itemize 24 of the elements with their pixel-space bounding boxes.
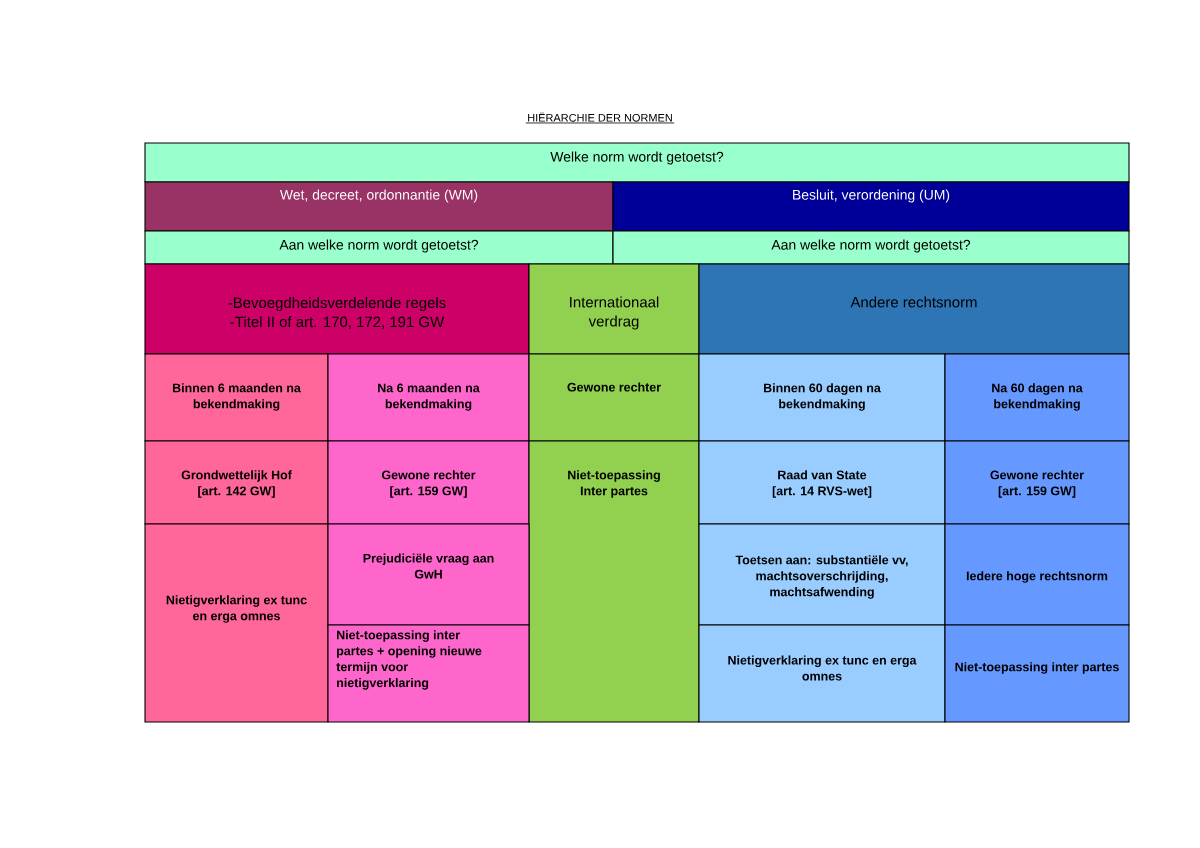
table-cell: Na 6 maanden na bekendmaking: [327, 353, 530, 442]
table-cell: Internationaal verdrag: [528, 263, 700, 355]
table-cell: Gewone rechter [art. 159 GW]: [327, 440, 530, 525]
header-cell: Welke norm wordt getoetst?: [144, 142, 1130, 183]
table-cell: Nietigverklaring ex tunc en erga omnes: [698, 624, 946, 723]
title: HIËRARCHIE DER NORMEN: [525, 112, 675, 124]
table-cell: Grondwettelijk Hof [art. 142 GW]: [144, 440, 329, 525]
table-cell: Raad van State [art. 14 RVS-wet]: [698, 440, 946, 525]
table-cell: Na 60 dagen na bekendmaking: [944, 353, 1130, 442]
table-cell: Andere rechtsnorm: [698, 263, 1130, 355]
table-cell: Gewone rechter: [528, 353, 700, 442]
table-cell: Binnen 6 maanden na bekendmaking: [144, 353, 329, 442]
table-cell: Binnen 60 dagen na bekendmaking: [698, 353, 946, 442]
header-cell: Besluit, verordening (UM): [612, 181, 1130, 232]
table-cell: Iedere hoge rechtsnorm: [944, 523, 1130, 626]
table-cell: Prejudiciële vraag aan GwH: [327, 523, 530, 626]
table-cell: Gewone rechter [art. 159 GW]: [944, 440, 1130, 525]
header-cell: Aan welke norm wordt getoetst?: [144, 230, 614, 265]
table-cell: Niet-toepassing inter partes + opening nieuwe termijn voor nietigverklaring: [327, 624, 530, 723]
table-cell: Niet-toepassing inter partes: [944, 624, 1130, 723]
table-cell: -Bevoegdheidsverdelende regels -Titel II of art. 170, 172, 191 GW: [144, 263, 530, 355]
table-cell: Toetsen aan: substantiële vv, machtsoverschrijding, machtsafwending: [698, 523, 946, 626]
header-cell: Aan welke norm wordt getoetst?: [612, 230, 1130, 265]
header-cell: Wet, decreet, ordonnantie (WM): [144, 181, 614, 232]
